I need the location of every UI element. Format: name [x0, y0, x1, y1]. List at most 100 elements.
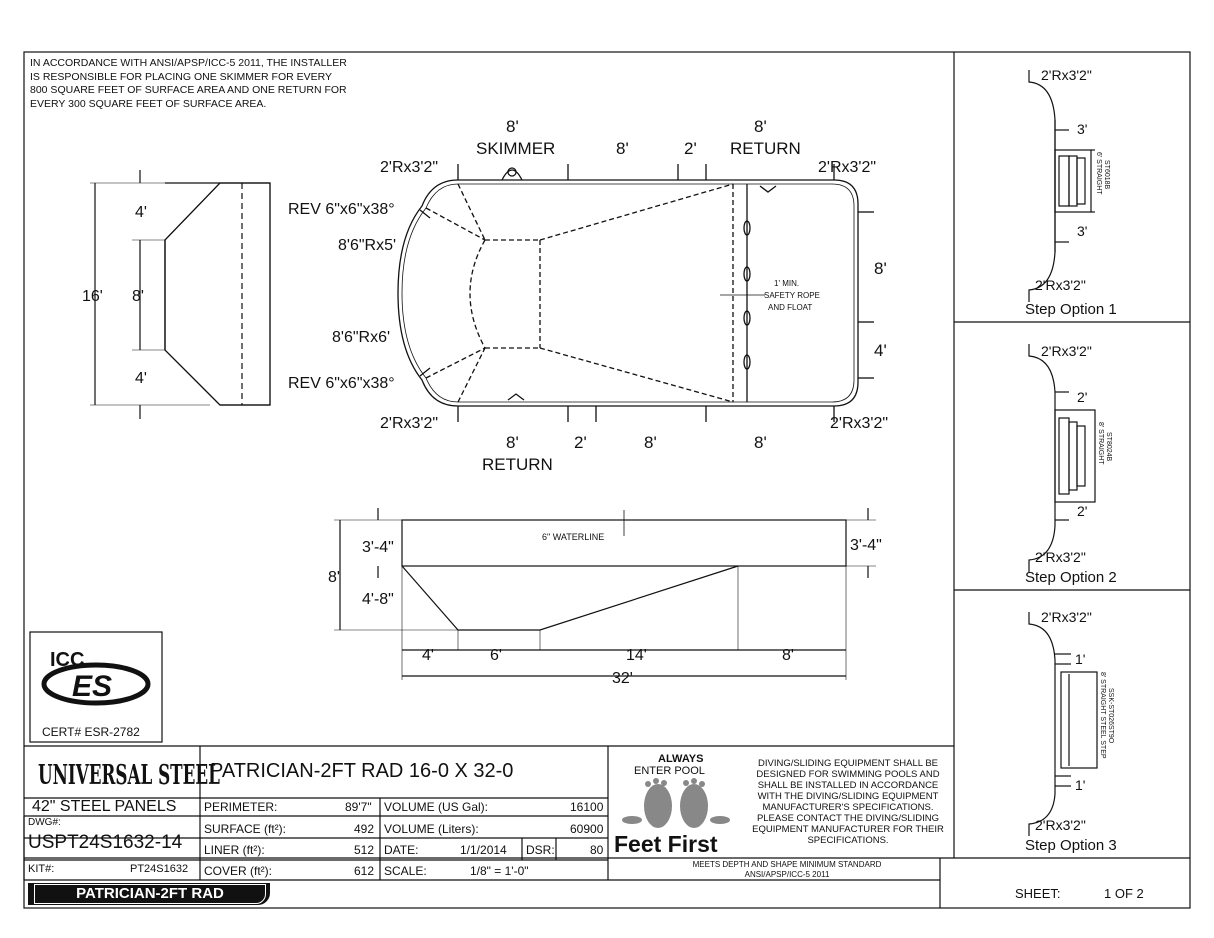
dwg-label: DWG#: — [28, 817, 61, 828]
dsr-value: 80 — [590, 843, 604, 857]
step1-corner-bottom: 2'Rx3'2" — [1035, 277, 1086, 293]
plan-arc-bottom: 8'6"Rx6' — [332, 329, 390, 346]
drawing-title: PATRICIAN-2FT RAD 16-0 X 32-0 — [210, 760, 514, 782]
step-option-3: 2'Rx3'2" 1' 1' 2'Rx3'2" Step Option 3 8'… — [1025, 609, 1117, 854]
step2-side-1: 8' STRAIGHT — [1097, 422, 1104, 465]
step2-label: Step Option 2 — [1025, 569, 1117, 586]
step2-corner-bottom: 2'Rx3'2" — [1035, 549, 1086, 565]
plan-safety-line-1: 1' MIN. — [774, 279, 799, 288]
end-view-dim-bottom: 4' — [135, 370, 147, 387]
step-option-2: 2'Rx3'2" 2' 2' 2'Rx3'2" Step Option 2 8'… — [1025, 343, 1117, 586]
icc-es-logo: ICC ES CERT# ESR-2782 — [41, 649, 151, 739]
dsr-label: DSR: — [526, 843, 555, 857]
plan-safety-line-2: SAFETY ROPE — [764, 291, 820, 300]
scale-value: 1/8" = 1'-0" — [470, 864, 529, 878]
step3-corner-top: 2'Rx3'2" — [1041, 609, 1092, 625]
section-left-top-dim: 3'-4" — [362, 539, 394, 556]
plan-rev-bottom: REV 6"x6"x38° — [288, 375, 395, 392]
volume-gal-label: VOLUME (US Gal): — [384, 800, 489, 814]
perimeter-label: PERIMETER: — [204, 800, 278, 814]
step3-side-1: 8' STRAIGHT STEEL STEP — [1099, 672, 1106, 759]
date-value: 1/1/2014 — [460, 843, 507, 857]
plan-corner-bl: 2'Rx3'2" — [380, 415, 438, 432]
plan-corner-br: 2'Rx3'2" — [830, 415, 888, 432]
plan-view-diagram: 8' SKIMMER 8' 2' 8' RETURN 2'Rx3'2" 2'Rx… — [288, 117, 888, 474]
volume-gal-value: 16100 — [570, 800, 604, 814]
brand-logo: UNIVERSAL STEEL — [38, 760, 220, 791]
liner-label: LINER (ft²): — [204, 843, 265, 857]
volume-l-value: 60900 — [570, 822, 604, 836]
ff-line-3: Feet First — [614, 831, 718, 856]
plan-corner-tl: 2'Rx3'2" — [380, 159, 438, 176]
surface-value: 492 — [354, 822, 375, 836]
sheet-number: 1 OF 2 — [1104, 886, 1144, 901]
dwg-number: USPT24S1632-14 — [28, 832, 183, 853]
step1-side-2: ST6018B — [1103, 160, 1110, 190]
cert-number: CERT# ESR-2782 — [42, 725, 140, 739]
plan-safety-line-3: AND FLOAT — [768, 303, 812, 312]
plan-top-dim-4: 8' — [754, 117, 767, 136]
feet-first-logo: ALWAYS ENTER POOL Feet First — [614, 753, 730, 856]
ff-line-2: ENTER POOL — [634, 765, 705, 777]
step2-side-2: ST8024B — [1105, 432, 1112, 462]
product-badge: PATRICIAN-2FT RAD — [28, 883, 270, 905]
section-left-overall-dim: 8' — [328, 569, 340, 586]
step1-side-1: 6' STRAIGHT — [1095, 152, 1102, 195]
plan-return-bottom-label: RETURN — [482, 455, 553, 474]
step3-side-2: SSK-ST026ST9O — [1107, 688, 1114, 744]
end-view-dim-overall: 16' — [82, 288, 103, 305]
plan-bottom-dim-3: 8' — [644, 433, 657, 452]
perimeter-value: 89'7" — [345, 800, 372, 814]
kit-number: PT24S1632 — [130, 863, 189, 875]
plan-right-dim-4: 4' — [874, 341, 887, 360]
plan-corner-tr: 2'Rx3'2" — [818, 159, 876, 176]
plan-skimmer-label: SKIMMER — [476, 139, 555, 158]
end-view-dim-top: 4' — [135, 204, 147, 221]
es-logo-text: ES — [72, 670, 112, 703]
cover-value: 612 — [354, 864, 375, 878]
plan-top-dim-1: 8' — [506, 117, 519, 136]
diving-disclaimer: DIVING/SLIDING EQUIPMENT SHALL BE DESIGN… — [752, 758, 944, 846]
section-length-2: 6' — [490, 647, 502, 664]
surface-label: SURFACE (ft²): — [204, 822, 287, 836]
section-waterline-label: 6" WATERLINE — [542, 532, 604, 542]
volume-l-label: VOLUME (Liters): — [384, 822, 479, 836]
plan-rev-top: REV 6"x6"x38° — [288, 201, 395, 218]
section-overall-length: 32' — [612, 670, 633, 687]
step-option-1: 2'Rx3'2" 3' 3' 2'Rx3'2" Step Option 1 6'… — [1025, 67, 1117, 318]
end-view-diagram: 4' 8' 4' 16' — [82, 170, 271, 419]
section-right-top-dim: 3'-4" — [850, 537, 882, 554]
section-length-4: 8' — [782, 647, 794, 664]
step1-dim-b: 3' — [1077, 223, 1087, 239]
date-label: DATE: — [384, 843, 419, 857]
step2-dim-a: 2' — [1077, 389, 1087, 405]
plan-top-dim-2: 8' — [616, 139, 629, 158]
icc-logo-text: ICC — [50, 649, 84, 671]
section-view-diagram: 3'-4" 4'-8" 8' 3'-4" 6" WATERLINE 4' 6' … — [328, 508, 882, 687]
section-left-bottom-dim: 4'-8" — [362, 591, 394, 608]
plan-top-dim-3: 2' — [684, 139, 697, 158]
step1-label: Step Option 1 — [1025, 301, 1117, 318]
step2-dim-b: 2' — [1077, 503, 1087, 519]
step3-dim-b: 1' — [1075, 777, 1085, 793]
panels-label: 42" STEEL PANELS — [32, 798, 177, 815]
sheet-label: SHEET: — [1015, 886, 1061, 901]
installer-notice: IN ACCORDANCE WITH ANSI/APSP/ICC-5 2011,… — [30, 57, 347, 110]
step1-dim-a: 3' — [1077, 121, 1087, 137]
plan-return-top-label: RETURN — [730, 139, 801, 158]
step3-label: Step Option 3 — [1025, 837, 1117, 854]
scale-label: SCALE: — [384, 864, 427, 878]
section-length-3: 14' — [626, 647, 647, 664]
product-badge-text: PATRICIAN-2FT RAD — [34, 884, 266, 904]
cover-label: COVER (ft²): — [204, 864, 272, 878]
section-length-1: 4' — [422, 647, 434, 664]
plan-bottom-dim-2: 2' — [574, 433, 587, 452]
plan-arc-top: 8'6"Rx5' — [338, 237, 396, 254]
step3-corner-bottom: 2'Rx3'2" — [1035, 817, 1086, 833]
end-view-dim-mid: 8' — [132, 288, 144, 305]
kit-label: KIT#: — [28, 863, 55, 875]
liner-value: 512 — [354, 843, 375, 857]
step3-dim-a: 1' — [1075, 651, 1085, 667]
plan-bottom-dim-4: 8' — [754, 433, 767, 452]
